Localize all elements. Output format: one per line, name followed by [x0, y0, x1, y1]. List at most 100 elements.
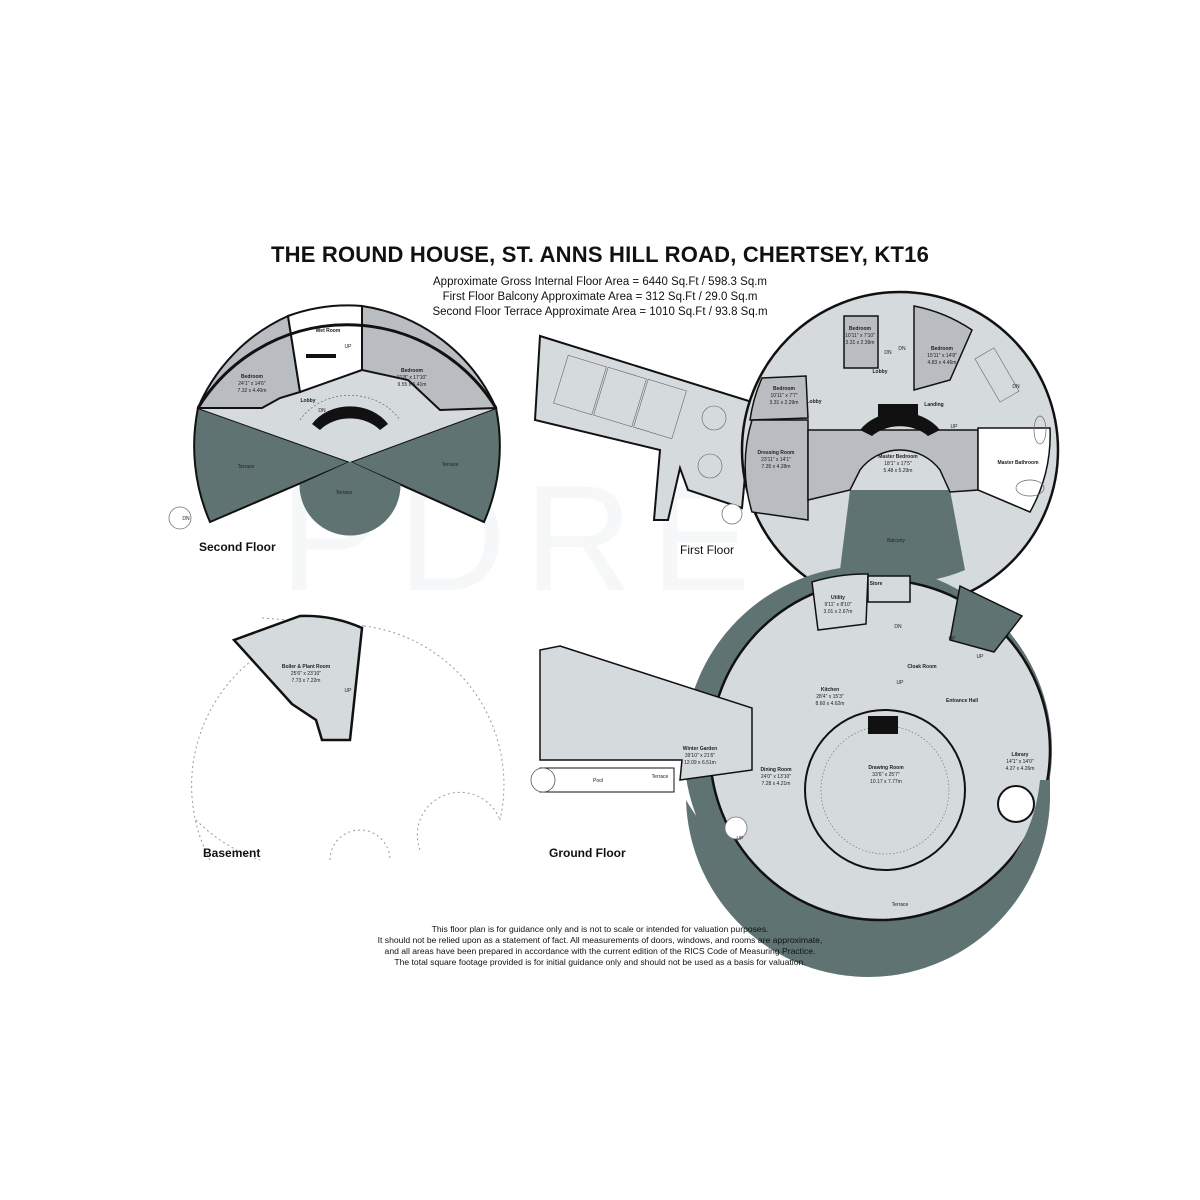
bedroom-first-top-area	[843, 315, 879, 369]
label-lobby-first-top: Lobby	[873, 369, 888, 375]
ground-floor-plan: Utility 9'11" x 8'10" 3.01 x 2.67m Store…	[530, 566, 1052, 978]
label-winter-garden-imp: 39'10" x 21'6"	[685, 753, 715, 759]
second-floor-plan: DN Wet Room UP Bedroom 24'1" x 14'6" 7.3…	[168, 304, 501, 536]
label-bedroom-first-right-met: 4.83 x 4.46m	[928, 360, 957, 366]
stair-treads	[299, 395, 401, 421]
label-drawing-room-met: 10.17 x 7.77m	[870, 779, 902, 785]
spiral-stair-icon	[168, 506, 192, 530]
ground-core-block	[868, 716, 898, 734]
ground-terrace-ring	[686, 760, 1051, 978]
label-master-bathroom: Master Bathroom	[997, 460, 1039, 466]
bedroom-first-right-area	[913, 305, 973, 391]
dressing-room-area	[744, 419, 809, 521]
label-pool: Pool	[593, 778, 603, 784]
label-bedroom-left-met: 7.32 x 4.40m	[238, 388, 267, 394]
label-boiler-imp: 25'6" x 23'10"	[291, 671, 321, 677]
label-utility-met: 3.01 x 2.67m	[824, 609, 853, 615]
label-dn-spiral: DN	[182, 516, 190, 522]
label-bedroom-first-top-imp: 10'11" x 7'10"	[845, 333, 875, 339]
master-bathroom-area	[977, 427, 1051, 513]
label-cloak-room: Cloak Room	[907, 664, 937, 670]
wet-room-area	[286, 304, 363, 394]
label-library-name: Library	[1012, 752, 1029, 758]
label-up-ground-3: UP	[897, 680, 905, 686]
floor-label-ground: Ground Floor	[549, 846, 626, 860]
label-bedroom-right-imp: 31'8" x 17'10"	[397, 375, 427, 381]
area-terrace: Second Floor Terrace Approximate Area = …	[432, 306, 768, 318]
label-winter-garden-name: Winter Garden	[683, 746, 717, 752]
label-dn-ground: DN	[894, 624, 902, 630]
ground-ne-block	[949, 584, 1024, 653]
lobby-floor	[198, 343, 496, 462]
floor-label-second: Second Floor	[199, 540, 276, 554]
label-terrace-left: Terrace	[238, 464, 255, 470]
label-dining-room-imp: 24'0" x 13'10"	[761, 774, 791, 780]
first-core-block	[878, 404, 918, 422]
label-kitchen-imp: 28'4" x 15'3"	[816, 694, 844, 700]
store-area	[867, 575, 911, 603]
area-gross: Approximate Gross Internal Floor Area = …	[433, 276, 767, 288]
label-utility-imp: 9'11" x 8'10"	[824, 602, 851, 608]
label-bedroom-first-top-met: 3.31 x 2.39m	[846, 340, 875, 346]
label-up-second: UP	[345, 344, 353, 350]
stair-core	[312, 406, 388, 430]
label-bedroom-first-right-imp: 15'11" x 14'8"	[927, 353, 957, 359]
basement-plan: Boiler & Plant Room 25'6" x 23'10" 7.73 …	[191, 614, 505, 861]
label-landing: Landing	[924, 402, 943, 408]
label-dn-first-3: DN	[1012, 384, 1020, 390]
label-up-basement: UP	[345, 688, 353, 694]
utility-area	[811, 573, 869, 631]
terrace-left	[193, 406, 353, 524]
label-lobby-second: Lobby	[301, 398, 316, 404]
label-lobby-first-left: Lobby	[807, 399, 822, 405]
label-library-imp: 14'1" x 14'0"	[1006, 759, 1034, 765]
label-kitchen-met: 8.60 x 4.62m	[816, 701, 845, 707]
plan-title: THE ROUND HOUSE, ST. ANNS HILL ROAD, CHE…	[270, 242, 930, 267]
label-dn-first-2: DN	[898, 346, 906, 352]
wet-room-fixture	[306, 354, 336, 358]
bedroom-left-area	[196, 314, 302, 409]
label-dressing-room-met: 7.35 x 4.28m	[762, 464, 791, 470]
terrace-right	[347, 406, 501, 524]
label-entrance-hall: Entrance Hall	[946, 698, 979, 704]
label-master-bedroom-name: Master Bedroom	[878, 454, 918, 460]
label-up-ground-1: UP	[977, 654, 985, 660]
master-bedroom-area	[807, 429, 979, 501]
ground-spiral-stair-icon	[724, 816, 748, 840]
label-dining-room-met: 7.28 x 4.21m	[762, 781, 791, 787]
first-floor-plan: Bedroom 10'11" x 7'10" 3.31 x 2.39m DN D…	[533, 290, 1060, 610]
winter-garden-annexe	[539, 645, 753, 781]
label-bedroom-right-met: 9.55 x 5.41m	[398, 382, 427, 388]
terrace-center	[299, 461, 401, 536]
label-up-first: UP	[951, 424, 959, 430]
first-spiral-stair-icon	[721, 503, 743, 525]
label-boiler-met: 7.73 x 7.22m	[292, 678, 321, 684]
bedroom-first-left-area	[749, 375, 809, 421]
label-bedroom-right-name: Bedroom	[401, 368, 424, 374]
drawing-room-ring	[804, 709, 966, 871]
label-terrace-small: Terrace	[652, 774, 669, 780]
disclaimer-line: and all areas have been prepared in acco…	[384, 946, 816, 956]
label-terrace-big: Terrace	[892, 902, 909, 908]
label-terrace-right: Terrace	[442, 462, 459, 468]
label-balcony: Balcony	[887, 538, 905, 544]
area-balcony: First Floor Balcony Approximate Area = 3…	[442, 291, 758, 303]
label-master-bedroom-met: 5.48 x 5.29m	[884, 468, 913, 474]
label-kitchen-name: Kitchen	[821, 687, 839, 693]
balcony-area	[840, 490, 965, 583]
label-utility-name: Utility	[831, 595, 845, 601]
label-master-bedroom-imp: 18'1" x 17'5"	[884, 461, 912, 467]
label-up-ground-4: UP	[737, 836, 745, 842]
label-bedroom-first-left-imp: 10'11" x 7'7"	[770, 393, 797, 399]
label-bedroom-first-top-name: Bedroom	[849, 326, 872, 332]
label-bedroom-first-right-name: Bedroom	[931, 346, 954, 352]
boiler-plant-room	[231, 614, 364, 742]
label-bedroom-first-left-met: 3.31 x 2.29m	[770, 400, 799, 406]
label-bedroom-left-name: Bedroom	[241, 374, 264, 380]
label-drawing-room-imp: 33'6" x 25'7"	[872, 772, 900, 778]
label-up-ground-2: UP	[949, 636, 957, 642]
disclaimer-line: This floor plan is for guidance only and…	[431, 924, 769, 934]
label-store: Store	[870, 581, 883, 587]
label-dining-room-name: Dining Room	[760, 767, 792, 773]
